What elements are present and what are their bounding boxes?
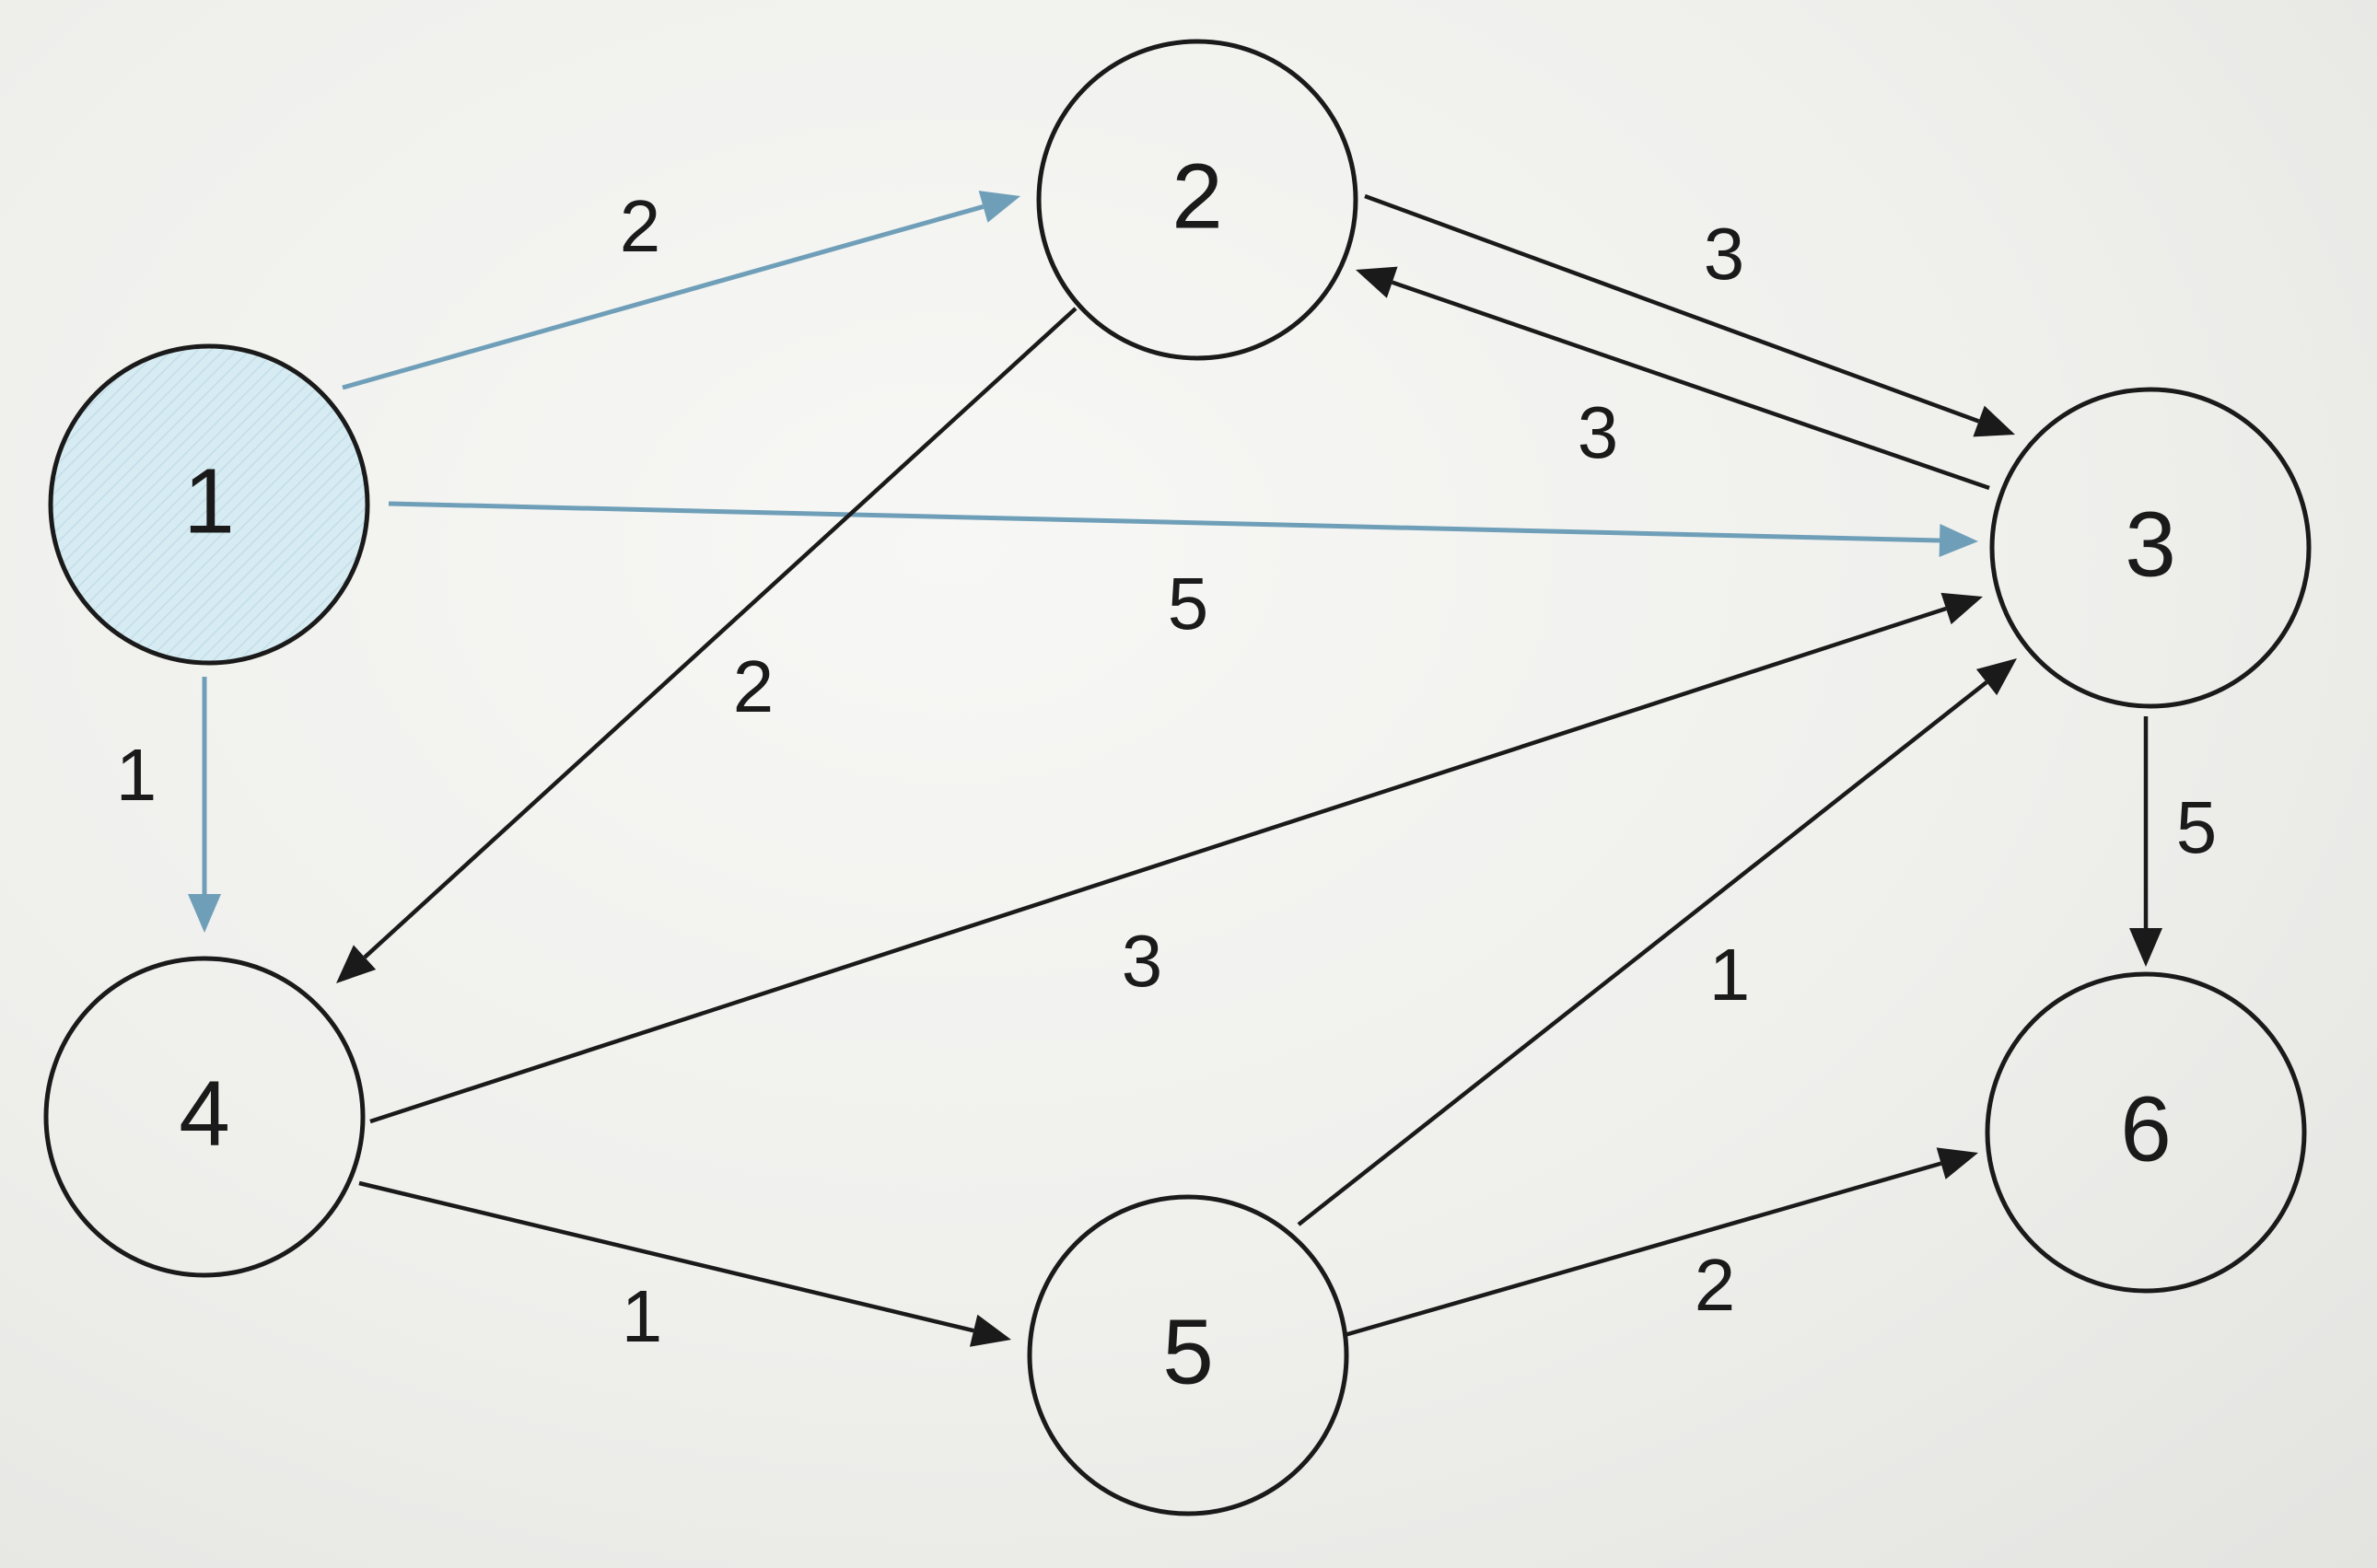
edge-line	[369, 606, 1947, 1124]
edge-3-to-2	[1356, 266, 1990, 491]
edges-layer	[188, 191, 2162, 1347]
edge-5-to-6	[1344, 1147, 1978, 1338]
node-label: 5	[1162, 1300, 1214, 1403]
arrowhead	[336, 945, 377, 983]
edge-weight-1-to-2: 2	[620, 185, 661, 267]
node-circle	[48, 343, 370, 666]
arrowhead	[969, 1314, 1011, 1347]
arrowhead	[978, 191, 1020, 223]
arrowhead	[1940, 592, 1983, 625]
node-5: 5	[1027, 1194, 1349, 1516]
edge-line	[358, 1180, 974, 1333]
edge-line	[1297, 680, 1988, 1226]
node-6: 6	[1985, 971, 2307, 1294]
node-circle	[1036, 39, 1358, 361]
node-4: 4	[43, 956, 366, 1278]
edge-line	[1391, 280, 1990, 491]
edge-weight-3-to-6: 5	[2176, 786, 2218, 868]
edge-2-to-4	[336, 307, 1078, 983]
nodes-layer: 1 2 3 4 5 6	[43, 39, 2312, 1516]
edge-weight-4-to-5: 1	[622, 1275, 663, 1357]
edge-1-to-4	[188, 677, 221, 933]
node-label: 4	[179, 1062, 230, 1165]
arrowhead	[1936, 1147, 1978, 1179]
edge-weight-1-to-3: 5	[1168, 563, 1209, 645]
edge-weight-3-to-2: 3	[1578, 391, 1619, 473]
arrowhead	[1356, 266, 1398, 298]
edge-line	[1364, 193, 1980, 424]
node-2: 2	[1036, 39, 1358, 361]
edge-4-to-3	[369, 592, 1983, 1124]
edge-line	[342, 204, 985, 390]
node-label: 1	[183, 449, 235, 552]
node-label: 6	[2120, 1077, 2172, 1180]
edge-line	[1344, 1161, 1942, 1338]
arrowhead	[1939, 524, 1978, 557]
arrowhead	[188, 894, 221, 933]
edge-weight-5-to-6: 2	[1695, 1244, 1736, 1326]
edge-line	[388, 501, 1940, 543]
node-circle	[1989, 387, 2312, 709]
node-circle	[1985, 971, 2307, 1294]
edge-2-to-3	[1364, 193, 2015, 437]
edge-weight-4-to-3: 3	[1122, 920, 1163, 1002]
arrowhead	[1973, 405, 2015, 437]
edge-4-to-5	[358, 1180, 1011, 1347]
arrowhead	[2129, 928, 2162, 967]
edge-1-to-3	[388, 501, 1978, 557]
node-circle	[1027, 1194, 1349, 1516]
edge-5-to-3	[1297, 658, 2017, 1226]
edge-line	[363, 307, 1078, 959]
edge-labels-layer: 2 5 1 3 3 2 3 1 1 2 5	[116, 185, 2218, 1357]
edge-weight-1-to-4: 1	[116, 734, 157, 816]
edge-weight-2-to-4: 2	[733, 645, 775, 727]
node-circle	[43, 956, 366, 1278]
node-label: 3	[2125, 493, 2176, 596]
edge-1-to-2	[342, 191, 1020, 390]
arrowhead	[1975, 658, 2017, 696]
node-1: 1	[48, 343, 370, 666]
edge-3-to-6	[2129, 716, 2162, 967]
edge-weight-5-to-3: 1	[1709, 934, 1751, 1016]
edge-weight-2-to-3: 3	[1704, 213, 1745, 295]
node-label: 2	[1171, 145, 1223, 248]
node-3: 3	[1989, 387, 2312, 709]
